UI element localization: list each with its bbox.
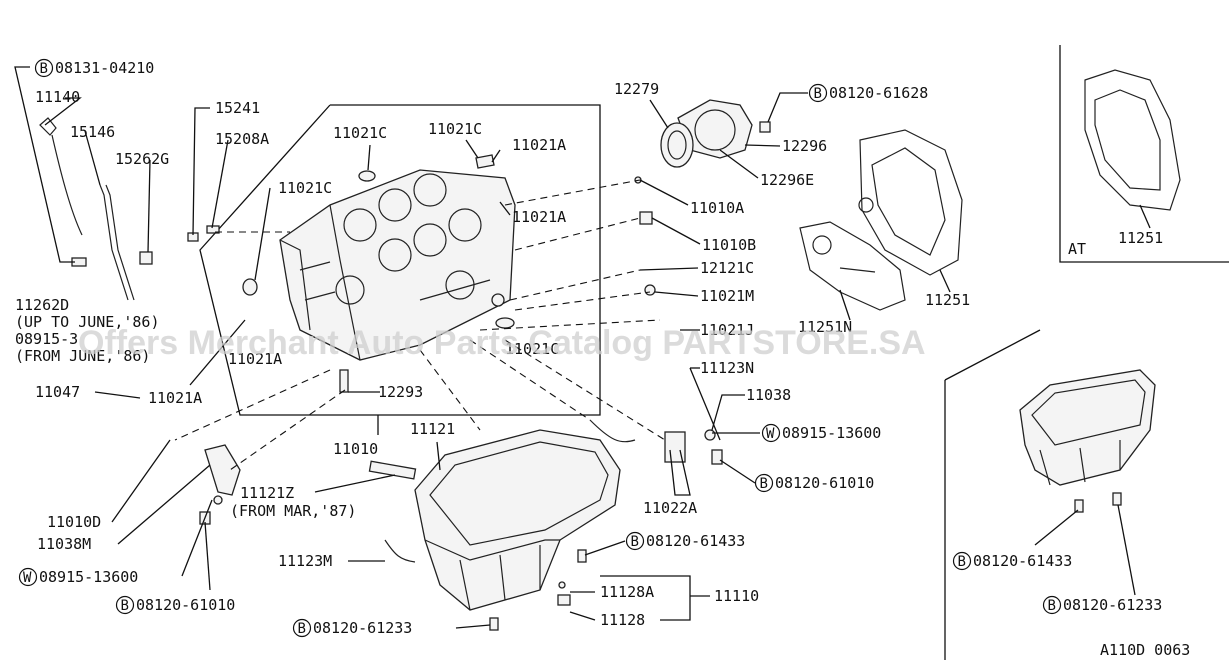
label-11021c: 11021C bbox=[428, 120, 482, 138]
bolt-marker-letter: B bbox=[298, 621, 306, 637]
label-11128: 11128 bbox=[600, 611, 645, 629]
cylinder-block bbox=[279, 169, 516, 361]
washer-marker-letter: W bbox=[23, 570, 32, 586]
oil-level-gauge bbox=[39, 117, 220, 301]
label-11021c: 11021C bbox=[333, 124, 387, 142]
dashed-lines bbox=[174, 179, 666, 471]
bolt-marker bbox=[952, 551, 972, 571]
label-11262d: 11262D bbox=[15, 296, 69, 314]
rear-plate-at bbox=[1084, 69, 1181, 211]
label-08120-61433: 08120-61433 bbox=[973, 552, 1072, 570]
label-11038: 11038 bbox=[746, 386, 791, 404]
label-11021m: 11021M bbox=[700, 287, 754, 305]
label-11021c: 11021C bbox=[278, 179, 332, 197]
bolt-marker bbox=[115, 595, 135, 615]
oil-pan-inset-frame-top bbox=[944, 329, 1041, 381]
label-at: AT bbox=[1068, 240, 1086, 258]
label-11128a: 11128A bbox=[600, 583, 654, 601]
watermark: Offers Merchant Auto Parts Catalog PARTS… bbox=[78, 324, 926, 362]
label-from-june-86: (FROM JUNE,'86) bbox=[15, 347, 150, 365]
bolt-marker-letter: B bbox=[1048, 598, 1056, 614]
label-15262g: 15262G bbox=[115, 150, 169, 168]
washer-marker bbox=[761, 423, 781, 443]
label-12296: 12296 bbox=[782, 137, 827, 155]
label-11021a: 11021A bbox=[512, 136, 566, 154]
label-11251n: 11251N bbox=[798, 318, 852, 336]
block-group-frame bbox=[199, 104, 601, 416]
rear-plate bbox=[858, 129, 963, 276]
label-11021j: 11021J bbox=[700, 321, 754, 339]
label-11021a: 11021A bbox=[148, 389, 202, 407]
label-11038m: 11038M bbox=[37, 535, 91, 553]
label-11021a: 11021A bbox=[512, 208, 566, 226]
label-11251: 11251 bbox=[925, 291, 970, 309]
bolt-marker-letter: B bbox=[760, 476, 768, 492]
label-11022a: 11022A bbox=[643, 499, 697, 517]
label-11047: 11047 bbox=[35, 383, 80, 401]
label-11010d: 11010D bbox=[47, 513, 101, 531]
bolt-marker-letter: B bbox=[958, 554, 966, 570]
leader-lines bbox=[14, 66, 1151, 629]
label-08915-13600: 08915-13600 bbox=[39, 568, 138, 586]
washer-marker bbox=[18, 567, 38, 587]
label-08120-61628: 08120-61628 bbox=[829, 84, 928, 102]
part-labels: B 08131-04210 11140 15146 15262G 15241 1… bbox=[15, 58, 1190, 659]
bolt-marker bbox=[292, 618, 312, 638]
label-08120-61010: 08120-61010 bbox=[136, 596, 235, 614]
label-12293: 12293 bbox=[378, 383, 423, 401]
label-11110: 11110 bbox=[714, 587, 759, 605]
label-08120-61233: 08120-61233 bbox=[313, 619, 412, 637]
label-11010b: 11010B bbox=[702, 236, 756, 254]
label-15146: 15146 bbox=[70, 123, 115, 141]
label-12279: 12279 bbox=[614, 80, 659, 98]
label-15208a: 15208A bbox=[215, 130, 269, 148]
bolt-marker-letter: B bbox=[40, 61, 48, 77]
bolt-marker-letter: B bbox=[121, 598, 129, 614]
label-08915-3: 08915-3 bbox=[15, 330, 78, 348]
label-12121c: 12121C bbox=[700, 259, 754, 277]
label-08915-13600: 08915-13600 bbox=[782, 424, 881, 442]
label-up-to-june-86: (UP TO JUNE,'86) bbox=[15, 313, 160, 331]
label-11140: 11140 bbox=[35, 88, 80, 106]
oil-pan-inset bbox=[1019, 369, 1156, 486]
label-from-mar-87: (FROM MAR,'87) bbox=[230, 502, 356, 520]
label-11121: 11121 bbox=[410, 420, 455, 438]
label-11251-at: 11251 bbox=[1118, 229, 1163, 247]
bolt-marker-letter: B bbox=[814, 86, 822, 102]
label-11010a: 11010A bbox=[690, 199, 744, 217]
label-11021a: 11021A bbox=[228, 350, 282, 368]
label-15241: 15241 bbox=[215, 99, 260, 117]
label-12296e: 12296E bbox=[760, 171, 814, 189]
label-08120-61433: 08120-61433 bbox=[646, 532, 745, 550]
oil-pan bbox=[414, 429, 621, 611]
bolt-marker bbox=[1042, 595, 1062, 615]
rear-plate-n bbox=[799, 221, 906, 311]
label-08131-04210: 08131-04210 bbox=[55, 59, 154, 77]
label-08120-61010: 08120-61010 bbox=[775, 474, 874, 492]
bolt-marker bbox=[625, 531, 645, 551]
diagram-code: A110D 0063 bbox=[1100, 641, 1190, 659]
washer-marker-letter: W bbox=[766, 426, 775, 442]
bolt-marker bbox=[34, 58, 54, 78]
label-11021c: 11021C bbox=[505, 340, 559, 358]
label-11121z: 11121Z bbox=[240, 484, 294, 502]
bolt-marker bbox=[754, 473, 774, 493]
bolt-marker-letter: B bbox=[631, 534, 639, 550]
at-inset-frame bbox=[1059, 45, 1229, 263]
bolt-marker bbox=[808, 83, 828, 103]
rear-oil-seal-retainer bbox=[660, 99, 753, 168]
label-08120-61233: 08120-61233 bbox=[1063, 596, 1162, 614]
label-11010: 11010 bbox=[333, 440, 378, 458]
label-11123m: 11123M bbox=[278, 552, 332, 570]
label-11123n: 11123N bbox=[700, 359, 754, 377]
